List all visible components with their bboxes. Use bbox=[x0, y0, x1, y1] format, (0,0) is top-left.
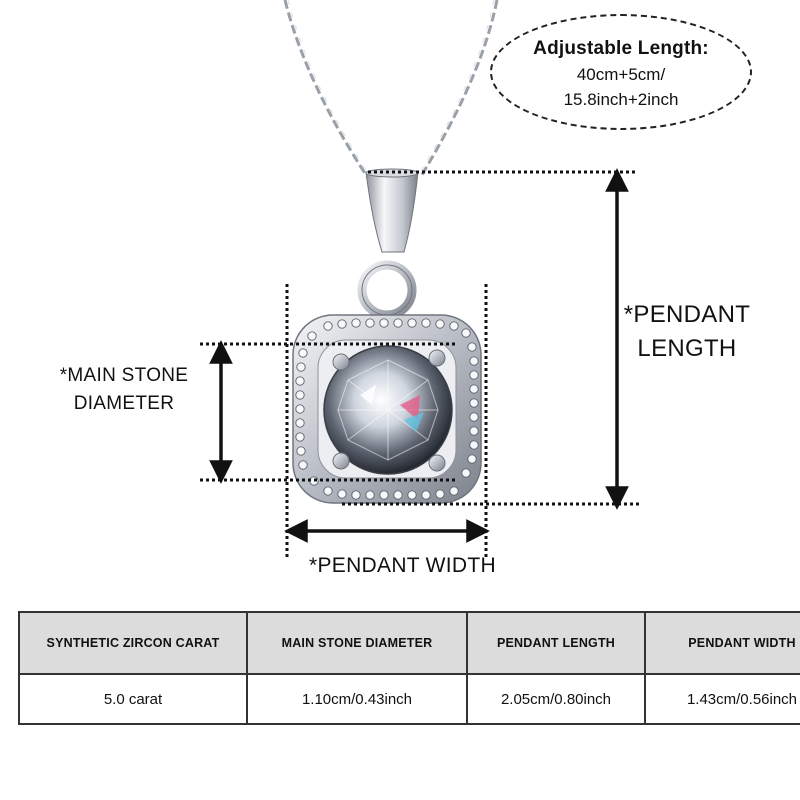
halo-pave-stones bbox=[295, 318, 479, 500]
value-carat: 5.0 carat bbox=[18, 673, 248, 725]
pendant-length-label-line2: LENGTH bbox=[637, 335, 737, 362]
main-stone-label-line2: DIAMETER bbox=[73, 393, 175, 414]
pendant-length-label: *PENDANT LENGTH bbox=[612, 298, 762, 366]
callout-length-cm: 40cm+5cm/ bbox=[576, 65, 666, 84]
specs-table: SYNTHETIC ZIRCON CARAT MAIN STONE DIAMET… bbox=[18, 611, 800, 725]
chain bbox=[283, 0, 499, 179]
main-stone-diameter-label: *MAIN STONE DIAMETER bbox=[40, 362, 208, 418]
value-pendant-length: 2.05cm/0.80inch bbox=[466, 673, 646, 725]
adjustable-length-callout: Adjustable Length: 40cm+5cm/ 15.8inch+2i… bbox=[490, 14, 752, 130]
dimension-guides bbox=[200, 170, 640, 560]
value-pendant-width: 1.43cm/0.56inch bbox=[644, 673, 800, 725]
pendant-width-label: *PENDANT WIDTH bbox=[309, 554, 496, 577]
header-pendant-width: PENDANT WIDTH bbox=[644, 611, 800, 675]
callout-title: Adjustable Length: bbox=[533, 38, 709, 59]
prongs bbox=[332, 349, 446, 472]
header-pendant-length: PENDANT LENGTH bbox=[466, 611, 646, 675]
header-carat: SYNTHETIC ZIRCON CARAT bbox=[18, 611, 248, 675]
value-main-stone-diameter: 1.10cm/0.43inch bbox=[246, 673, 468, 725]
header-main-stone-diameter: MAIN STONE DIAMETER bbox=[246, 611, 468, 675]
product-illustration bbox=[200, 0, 640, 560]
main-stone-label-line1: *MAIN STONE bbox=[59, 365, 189, 386]
pendant-length-label-line1: *PENDANT bbox=[623, 301, 751, 328]
callout-length-inch: 15.8inch+2inch bbox=[563, 90, 679, 109]
dimension-arrows bbox=[209, 168, 629, 543]
necklace-drawing bbox=[200, 0, 640, 560]
specs-header-row: SYNTHETIC ZIRCON CARAT MAIN STONE DIAMET… bbox=[18, 611, 800, 675]
main-stone bbox=[323, 345, 453, 475]
pendant-bail bbox=[357, 168, 419, 320]
specs-value-row: 5.0 carat 1.10cm/0.43inch 2.05cm/0.80inc… bbox=[18, 673, 800, 725]
